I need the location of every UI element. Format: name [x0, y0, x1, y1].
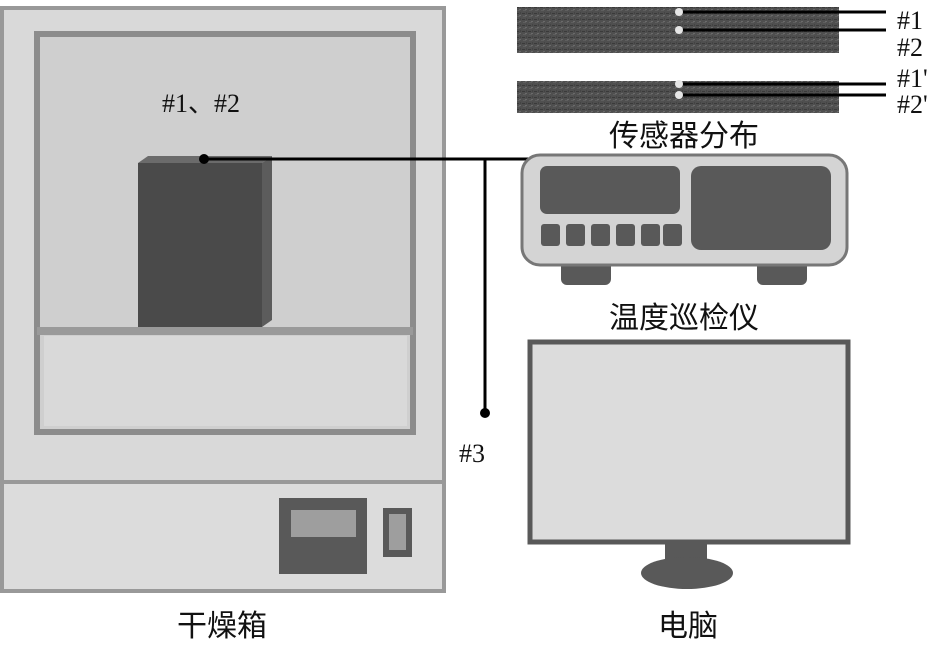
sensor-point-1-2 [199, 154, 209, 164]
monitor-screen [527, 339, 851, 545]
oven-switch-knob [389, 514, 406, 550]
computer-monitor [527, 339, 851, 589]
label-sensor-3: #3 [459, 439, 485, 468]
oven-lower-chamber [44, 336, 407, 426]
label-s2: #2 [897, 33, 923, 62]
label-s2-prime: #2' [897, 90, 928, 119]
label-logger: 温度巡检仪 [609, 302, 759, 335]
sensor-wires [204, 157, 530, 413]
label-oven-sensors: #1、#2 [162, 89, 240, 118]
label-sensor-layout: 传感器分布 [609, 120, 759, 153]
temperature-logger [520, 153, 849, 285]
sensor-strip-bottom [517, 80, 886, 113]
logger-display-left [540, 166, 680, 214]
label-oven: 干燥箱 [177, 610, 267, 643]
label-s1: #1 [897, 6, 923, 35]
oven-bottom-panel [0, 480, 446, 593]
sample-block [138, 156, 272, 327]
logger-display-right [691, 166, 831, 250]
sensor-point-3 [480, 408, 490, 418]
drying-oven [0, 6, 446, 593]
oven-shelf [37, 327, 413, 335]
label-s1-prime: #1' [897, 64, 928, 93]
monitor-stand [641, 557, 733, 589]
sensor-strip-top [517, 7, 886, 53]
oven-display [291, 510, 356, 537]
logger-buttons [541, 224, 682, 246]
label-computer: 电脑 [658, 610, 718, 643]
